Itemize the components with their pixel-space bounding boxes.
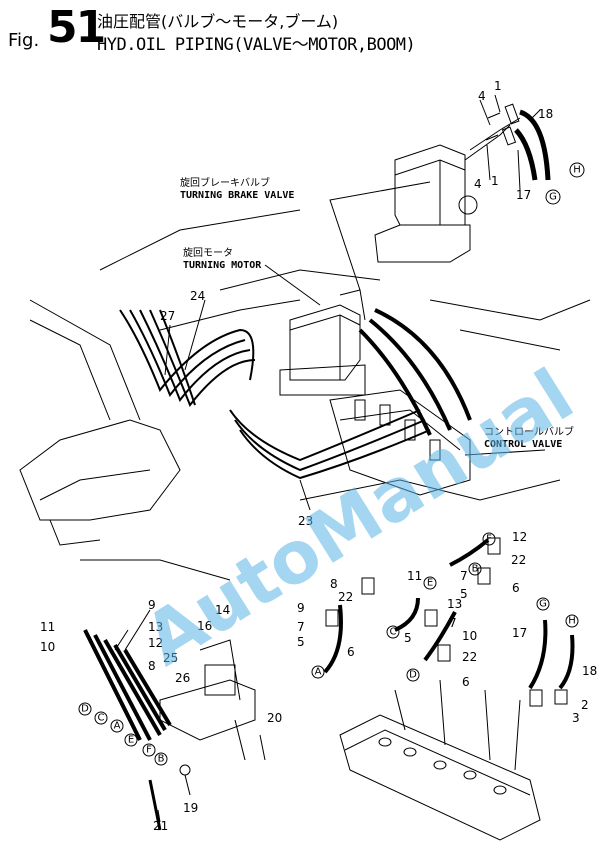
part-number: 5 xyxy=(297,635,305,649)
figure-prefix: Fig. xyxy=(8,30,40,51)
hose-bundle-drawing xyxy=(119,308,472,480)
part-number: 23 xyxy=(298,514,313,528)
part-number: 22 xyxy=(338,590,353,604)
circle-letter: A xyxy=(315,667,322,678)
part-number: 7 xyxy=(449,616,457,630)
control-valve-drawing xyxy=(329,389,471,496)
turning-brake-valve-label-jp: 旋回ブレーキバルブ xyxy=(180,176,270,189)
circle-letter: E xyxy=(427,578,433,589)
hose-bracket-assembly-drawing xyxy=(83,629,256,831)
turning-brake-valve-label-en: TURNING BRAKE VALVE xyxy=(180,190,294,201)
part-number: 19 xyxy=(183,801,198,815)
control-valve-exploded-drawing xyxy=(339,679,541,841)
part-number: 22 xyxy=(511,553,526,567)
part-number: 18 xyxy=(582,664,597,678)
part-number: 12 xyxy=(512,530,527,544)
control-valve-label-jp: コントロールバルブ xyxy=(484,425,574,438)
part-number: 5 xyxy=(460,587,468,601)
part-number: 27 xyxy=(160,309,175,323)
part-number: 1 xyxy=(494,79,502,93)
part-number: 3 xyxy=(572,711,580,725)
circle-letter: G xyxy=(549,192,557,203)
circle-letter: E xyxy=(128,735,134,746)
part-number: 13 xyxy=(148,620,163,634)
part-number: 9 xyxy=(297,601,305,615)
part-number: 25 xyxy=(163,651,178,665)
part-number: 18 xyxy=(538,107,553,121)
part-number: 8 xyxy=(148,659,156,673)
circle-letter: D xyxy=(81,704,89,715)
circle-letter: F xyxy=(486,534,492,545)
part-number: 7 xyxy=(460,569,468,583)
part-number: 26 xyxy=(175,671,190,685)
part-number: 6 xyxy=(347,645,355,659)
circle-letter: D xyxy=(409,670,417,681)
circle-letter: B xyxy=(158,754,165,765)
turning-motor-label-en: TURNING MOTOR xyxy=(183,260,262,271)
part-number: 8 xyxy=(330,577,338,591)
part-number: 16 xyxy=(197,619,212,633)
part-number: 5 xyxy=(404,631,412,645)
part-number: 11 xyxy=(40,620,55,634)
part-number: 14 xyxy=(215,603,230,617)
part-number: 17 xyxy=(516,188,531,202)
turning-brake-valve-drawing xyxy=(374,103,521,263)
part-number: 10 xyxy=(40,640,55,654)
part-number: 4 xyxy=(474,177,482,191)
turning-motor-drawing xyxy=(279,289,366,396)
part-number: 17 xyxy=(512,626,527,640)
circle-letter: A xyxy=(114,721,121,732)
circle-letter: G xyxy=(539,599,547,610)
part-number: 21 xyxy=(153,819,168,833)
part-number: 7 xyxy=(297,620,305,634)
part-number: 10 xyxy=(462,629,477,643)
control-valve-label-en: CONTROL VALVE xyxy=(484,439,562,450)
part-number: 2 xyxy=(581,698,589,712)
figure-number: 51 xyxy=(47,2,106,53)
circle-letter: C xyxy=(98,713,105,724)
part-number: 22 xyxy=(462,650,477,664)
part-number: 4 xyxy=(478,89,486,103)
title-english: HYD.OIL PIPING(VALVE～MOTOR,BOOM) xyxy=(97,35,416,55)
circle-letter: F xyxy=(146,745,152,756)
circle-letter: B xyxy=(472,564,479,575)
part-number: 6 xyxy=(462,675,470,689)
part-number: 20 xyxy=(267,711,282,725)
part-number: 24 xyxy=(190,289,205,303)
circle-letter: H xyxy=(568,616,576,627)
part-number: 9 xyxy=(148,598,156,612)
part-number: 11 xyxy=(407,569,422,583)
part-number: 6 xyxy=(512,581,520,595)
boom-frame-drawing xyxy=(19,209,591,581)
part-number: 13 xyxy=(447,597,462,611)
title-japanese: 油圧配管(バルブ～モータ,ブーム) xyxy=(97,12,339,31)
part-number: 1 xyxy=(491,174,499,188)
turning-motor-label-jp: 旋回モータ xyxy=(183,246,233,259)
circle-letter: C xyxy=(390,627,397,638)
part-number: 12 xyxy=(148,636,163,650)
circle-letter: H xyxy=(573,165,581,176)
